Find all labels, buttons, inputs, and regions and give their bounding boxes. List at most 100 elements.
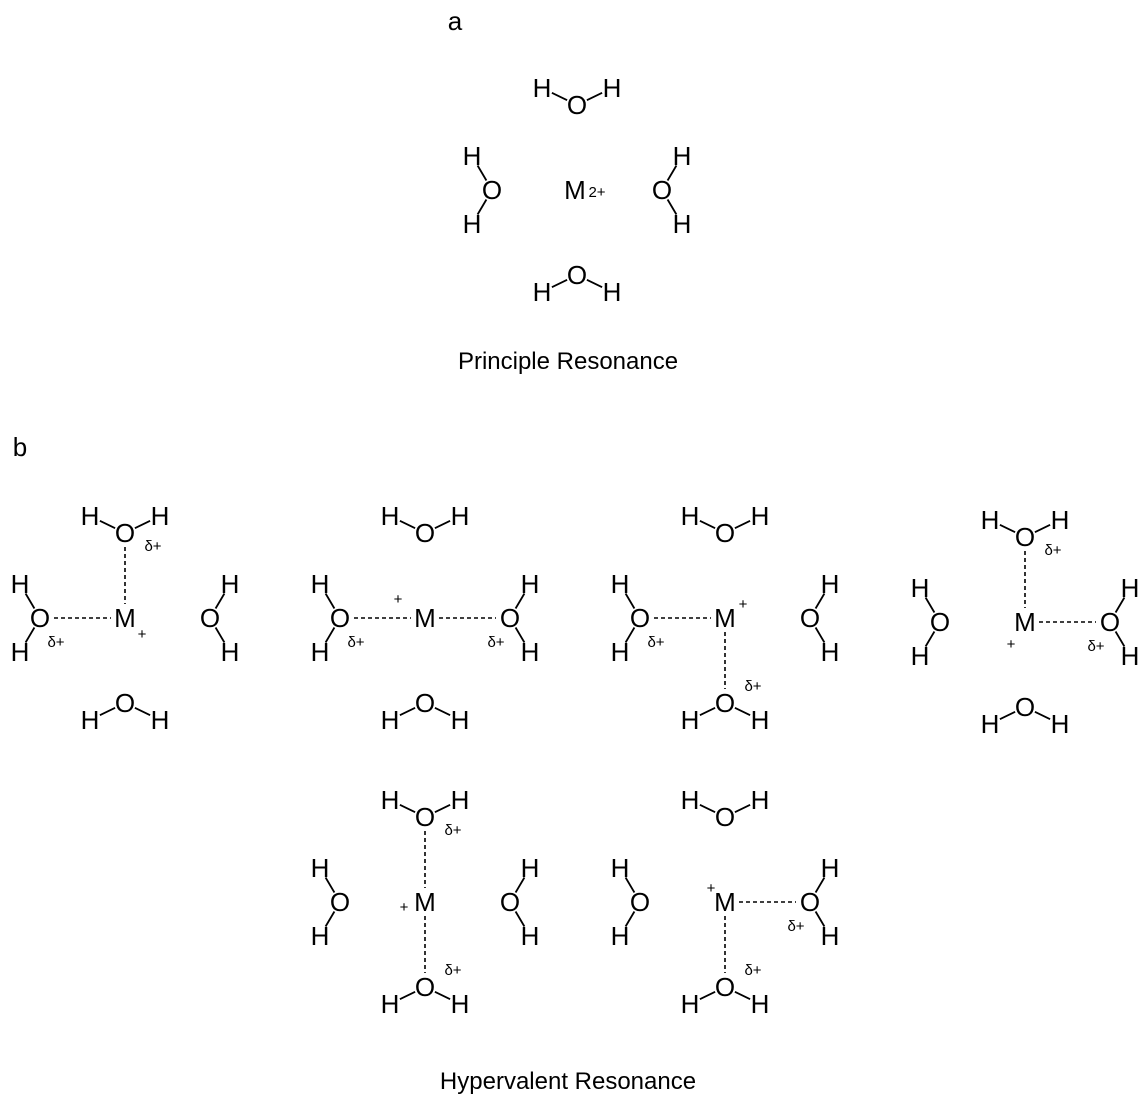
b6-water-top-oh-bond	[734, 803, 751, 814]
a-water-top-oxygen: O	[567, 90, 587, 120]
b1-partial-charge: δ+	[47, 634, 64, 651]
a-metal: M	[564, 175, 586, 205]
b1-water-top-hydrogen: H	[81, 501, 100, 531]
b6-water-top-oxygen: O	[715, 802, 735, 832]
b1-water-bottom-oxygen: O	[115, 688, 135, 718]
a-water-left-oh-bond	[476, 165, 488, 181]
b6-water-bottom-hydrogen: H	[681, 989, 700, 1019]
b2-water-bottom-oxygen: O	[415, 688, 435, 718]
b6-partial-charge: δ+	[744, 962, 761, 979]
b4-water-bottom-oh-bond	[999, 710, 1016, 721]
b4-water-top-hydrogen: H	[981, 505, 1000, 535]
b5-water-left-oh-bond	[324, 911, 336, 927]
b2-water-right-hydrogen: H	[521, 569, 540, 599]
b3-water-top-hydrogen: H	[681, 501, 700, 531]
b5-metal-charge: +	[400, 899, 409, 916]
b6-partial-charge: δ+	[787, 918, 804, 935]
b3-water-right-oh-bond	[814, 627, 826, 643]
b4-water-left-oh-bond	[924, 631, 936, 647]
b3-water-left-oh-bond	[624, 593, 636, 609]
a-water-left-oh-bond	[476, 199, 488, 215]
panel-a-label: a	[448, 6, 463, 36]
b6-water-bottom-oxygen: O	[715, 972, 735, 1002]
b3-water-top-oh-bond	[699, 519, 716, 530]
b3-water-top-oxygen: O	[715, 518, 735, 548]
a-water-right-hydrogen: H	[673, 141, 692, 171]
b4-metal-charge: +	[1007, 636, 1016, 653]
b5-water-bottom-oxygen: O	[415, 972, 435, 1002]
b5-partial-charge: δ+	[444, 962, 461, 979]
b6-water-top-oh-bond	[699, 803, 716, 814]
b5-metal: M	[414, 887, 436, 917]
b5-water-bottom-hydrogen: H	[451, 989, 470, 1019]
a-water-left-hydrogen: H	[463, 141, 482, 171]
b4-water-right-hydrogen: H	[1121, 641, 1140, 671]
b4-water-right-oh-bond	[1114, 597, 1126, 613]
b4-water-top-oxygen: O	[1015, 522, 1035, 552]
b3-partial-charge: δ+	[744, 678, 761, 695]
b5-water-top-oxygen: O	[415, 802, 435, 832]
b6-metal-charge: +	[707, 880, 716, 897]
b5-water-top-oh-bond	[399, 803, 416, 814]
b1-water-left-hydrogen: H	[11, 569, 30, 599]
a-water-top-hydrogen: H	[603, 73, 622, 103]
b4-water-bottom-hydrogen: H	[981, 709, 1000, 739]
b3-water-right-oxygen: O	[800, 603, 820, 633]
b4-water-top-hydrogen: H	[1051, 505, 1070, 535]
b3-water-right-oh-bond	[814, 593, 826, 609]
b1-water-top-oh-bond	[134, 519, 151, 530]
b3-water-right-hydrogen: H	[821, 637, 840, 667]
b2-water-left-hydrogen: H	[311, 569, 330, 599]
b6-water-bottom-hydrogen: H	[751, 989, 770, 1019]
b3-water-left-hydrogen: H	[611, 637, 630, 667]
b2-water-bottom-hydrogen: H	[451, 705, 470, 735]
b1-metal-charge: +	[138, 626, 147, 643]
b3-water-left-oxygen: O	[630, 603, 650, 633]
b2-water-right-oxygen: O	[500, 603, 520, 633]
b3-metal: M	[714, 603, 736, 633]
b5-water-top-hydrogen: H	[451, 785, 470, 815]
b1-water-right-hydrogen: H	[221, 569, 240, 599]
b2-water-top-oxygen: O	[415, 518, 435, 548]
panel-b-label: b	[13, 432, 27, 462]
b4-water-bottom-hydrogen: H	[1051, 709, 1070, 739]
b2-water-bottom-oh-bond	[399, 706, 416, 717]
a-water-right-oh-bond	[666, 199, 678, 215]
principle-resonance-caption: Principle Resonance	[458, 348, 678, 375]
a-water-top-hydrogen: H	[533, 73, 552, 103]
b2-water-left-oxygen: O	[330, 603, 350, 633]
a-water-bottom-hydrogen: H	[533, 277, 552, 307]
b4-water-right-oh-bond	[1114, 631, 1126, 647]
b1-water-top-hydrogen: H	[151, 501, 170, 531]
b3-water-bottom-oh-bond	[699, 706, 716, 717]
a-water-bottom-oxygen: O	[567, 260, 587, 290]
b4-water-left-hydrogen: H	[911, 573, 930, 603]
b2-water-left-oh-bond	[324, 627, 336, 643]
b2-water-left-oh-bond	[324, 593, 336, 609]
b1-water-left-oxygen: O	[30, 603, 50, 633]
b1-water-right-hydrogen: H	[221, 637, 240, 667]
b6-water-right-oh-bond	[814, 877, 826, 893]
b4-water-bottom-oxygen: O	[1015, 692, 1035, 722]
b2-water-right-oh-bond	[514, 627, 526, 643]
b4-water-right-hydrogen: H	[1121, 573, 1140, 603]
b5-water-bottom-oh-bond	[399, 990, 416, 1001]
b5-water-top-oh-bond	[434, 803, 451, 814]
b6-water-right-oxygen: O	[800, 887, 820, 917]
b4-water-top-oh-bond	[1034, 523, 1051, 534]
a-water-left-hydrogen: H	[463, 209, 482, 239]
b1-water-top-oh-bond	[99, 519, 116, 530]
b1-water-right-oxygen: O	[200, 603, 220, 633]
b3-metal-charge: +	[739, 596, 748, 613]
b3-water-bottom-hydrogen: H	[681, 705, 700, 735]
b6-water-right-oh-bond	[814, 911, 826, 927]
b2-metal-charge: +	[394, 591, 403, 608]
b5-water-right-hydrogen: H	[521, 853, 540, 883]
b4-water-right-oxygen: O	[1100, 607, 1120, 637]
b4-water-left-oxygen: O	[930, 607, 950, 637]
b1-water-left-hydrogen: H	[11, 637, 30, 667]
